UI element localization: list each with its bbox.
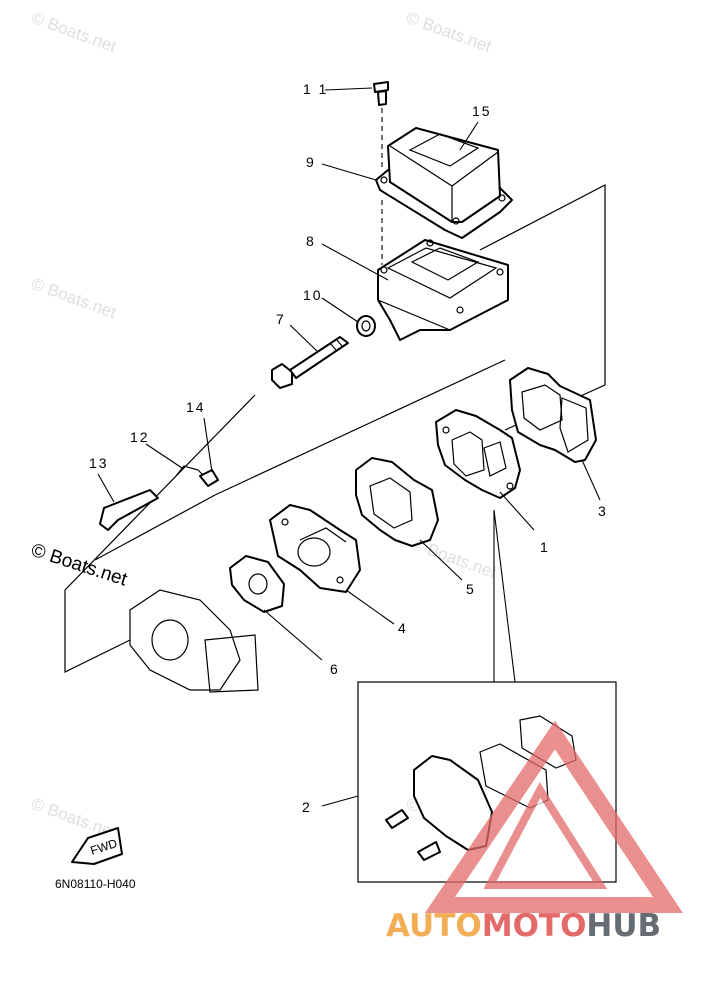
watermark-2: © Boats.net xyxy=(404,8,494,56)
part-5-gasket xyxy=(355,457,439,547)
part-label-13: 13 xyxy=(89,455,109,471)
drawing-code: 6N08110-H040 xyxy=(55,877,136,891)
carburetor-sketch xyxy=(129,589,259,693)
part-label-14: 14 xyxy=(186,399,206,415)
leader-lines xyxy=(97,87,601,807)
part-label-7: 7 xyxy=(276,311,286,327)
part-label-6: 6 xyxy=(330,661,340,677)
part-label-8: 8 xyxy=(306,233,316,249)
logo-text: AUTOMOTOHUB xyxy=(386,908,661,944)
part-6-gasket xyxy=(229,555,285,613)
part-label-10: 10 xyxy=(303,287,323,303)
part-11-screw xyxy=(373,81,389,168)
part-8-housing xyxy=(377,200,509,341)
part-label-5: 5 xyxy=(466,581,476,597)
part-2-kit-inset xyxy=(357,681,617,883)
part-4-intake xyxy=(269,504,361,593)
part-7-bolt xyxy=(271,336,349,389)
watermark-1: © Boats.net xyxy=(29,8,119,56)
part-label-12: 12 xyxy=(130,429,150,445)
part-label-1: 1 xyxy=(540,539,550,555)
part-1-reed-valve xyxy=(435,409,521,499)
warning-triangle-icon xyxy=(424,720,683,913)
part-label-9: 9 xyxy=(306,154,316,170)
automotohub-logo: AUTOMOTOHUB xyxy=(386,720,683,944)
part-3-gasket xyxy=(509,367,597,463)
part-label-2: 2 xyxy=(302,799,312,815)
part-label-15: 15 xyxy=(472,103,492,119)
fwd-arrow-icon: FWD xyxy=(71,827,123,865)
logo-text-hub: HUB xyxy=(586,908,661,944)
part-13-knob xyxy=(99,489,159,531)
part-10-grommet xyxy=(356,315,376,337)
watermark-3: © Boats.net xyxy=(29,274,119,322)
part-9-cover xyxy=(375,127,513,239)
logo-text-moto: MOTO xyxy=(482,908,587,944)
part-numbers: 3 1 2 4 5 6 7 8 9 10 1 1 12 13 14 15 xyxy=(89,81,608,815)
logo-text-auto: AUTO xyxy=(386,908,482,944)
part-label-4: 4 xyxy=(398,620,408,636)
part-14-fastener xyxy=(199,469,219,487)
part-label-11: 1 1 xyxy=(303,81,328,97)
watermark-bold: © Boats.net xyxy=(28,540,130,591)
part-label-3: 3 xyxy=(598,503,608,519)
